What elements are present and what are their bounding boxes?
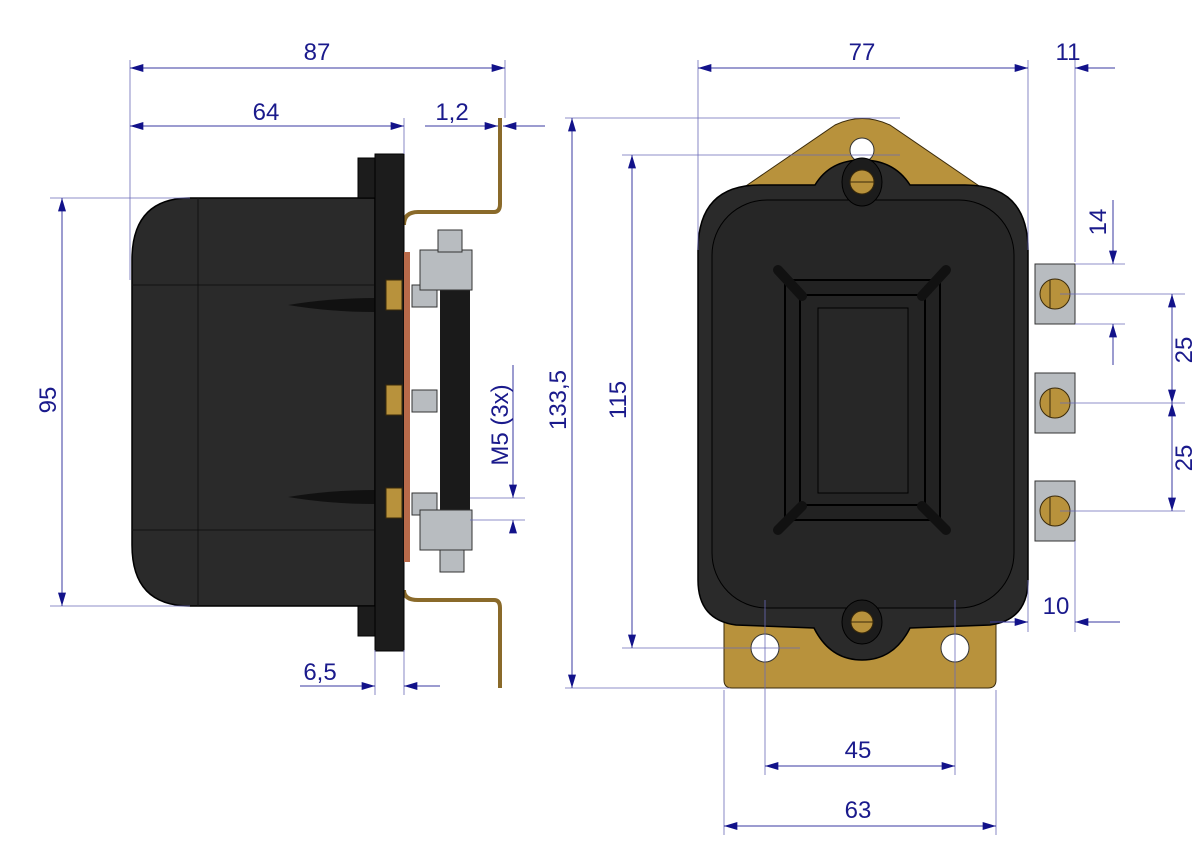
dim-77: 77	[849, 39, 876, 66]
dim-64: 64	[253, 99, 280, 126]
top-mounting-bracket	[402, 118, 502, 226]
dim-6-5: 6,5	[303, 659, 336, 686]
housing-rib	[288, 298, 375, 312]
dim-10: 10	[1043, 593, 1070, 620]
terminal-clamp	[419, 509, 473, 551]
front-view	[697, 118, 1076, 689]
dim-25-upper: 25	[1171, 337, 1198, 364]
side-housing	[131, 197, 376, 607]
dim-63: 63	[845, 797, 872, 824]
side-dimensions: 87 64 1,2 95 133,5 M5 (3x) 6,5	[35, 39, 900, 695]
dim-25-lower: 25	[1171, 445, 1198, 472]
side-view	[131, 118, 502, 688]
terminal-screws	[385, 279, 438, 519]
bottom-mounting-bracket	[402, 589, 502, 688]
terminal-clamp	[419, 249, 473, 291]
dim-133-5: 133,5	[545, 370, 572, 430]
housing-rib	[288, 490, 375, 504]
dim-1-2: 1,2	[435, 99, 468, 126]
thread-callout: M5 (3x)	[487, 384, 514, 465]
dim-87: 87	[304, 39, 331, 66]
front-dimensions: 77 11 115 14 25 25 10 45 63	[605, 39, 1198, 835]
threaded-rod	[440, 258, 470, 548]
dim-45: 45	[845, 737, 872, 764]
dim-95: 95	[35, 387, 62, 414]
side-terminals	[1034, 263, 1076, 542]
insulator-strip	[404, 252, 410, 562]
dim-11: 11	[1056, 39, 1081, 66]
dim-115: 115	[605, 381, 632, 419]
dim-14: 14	[1085, 209, 1112, 236]
